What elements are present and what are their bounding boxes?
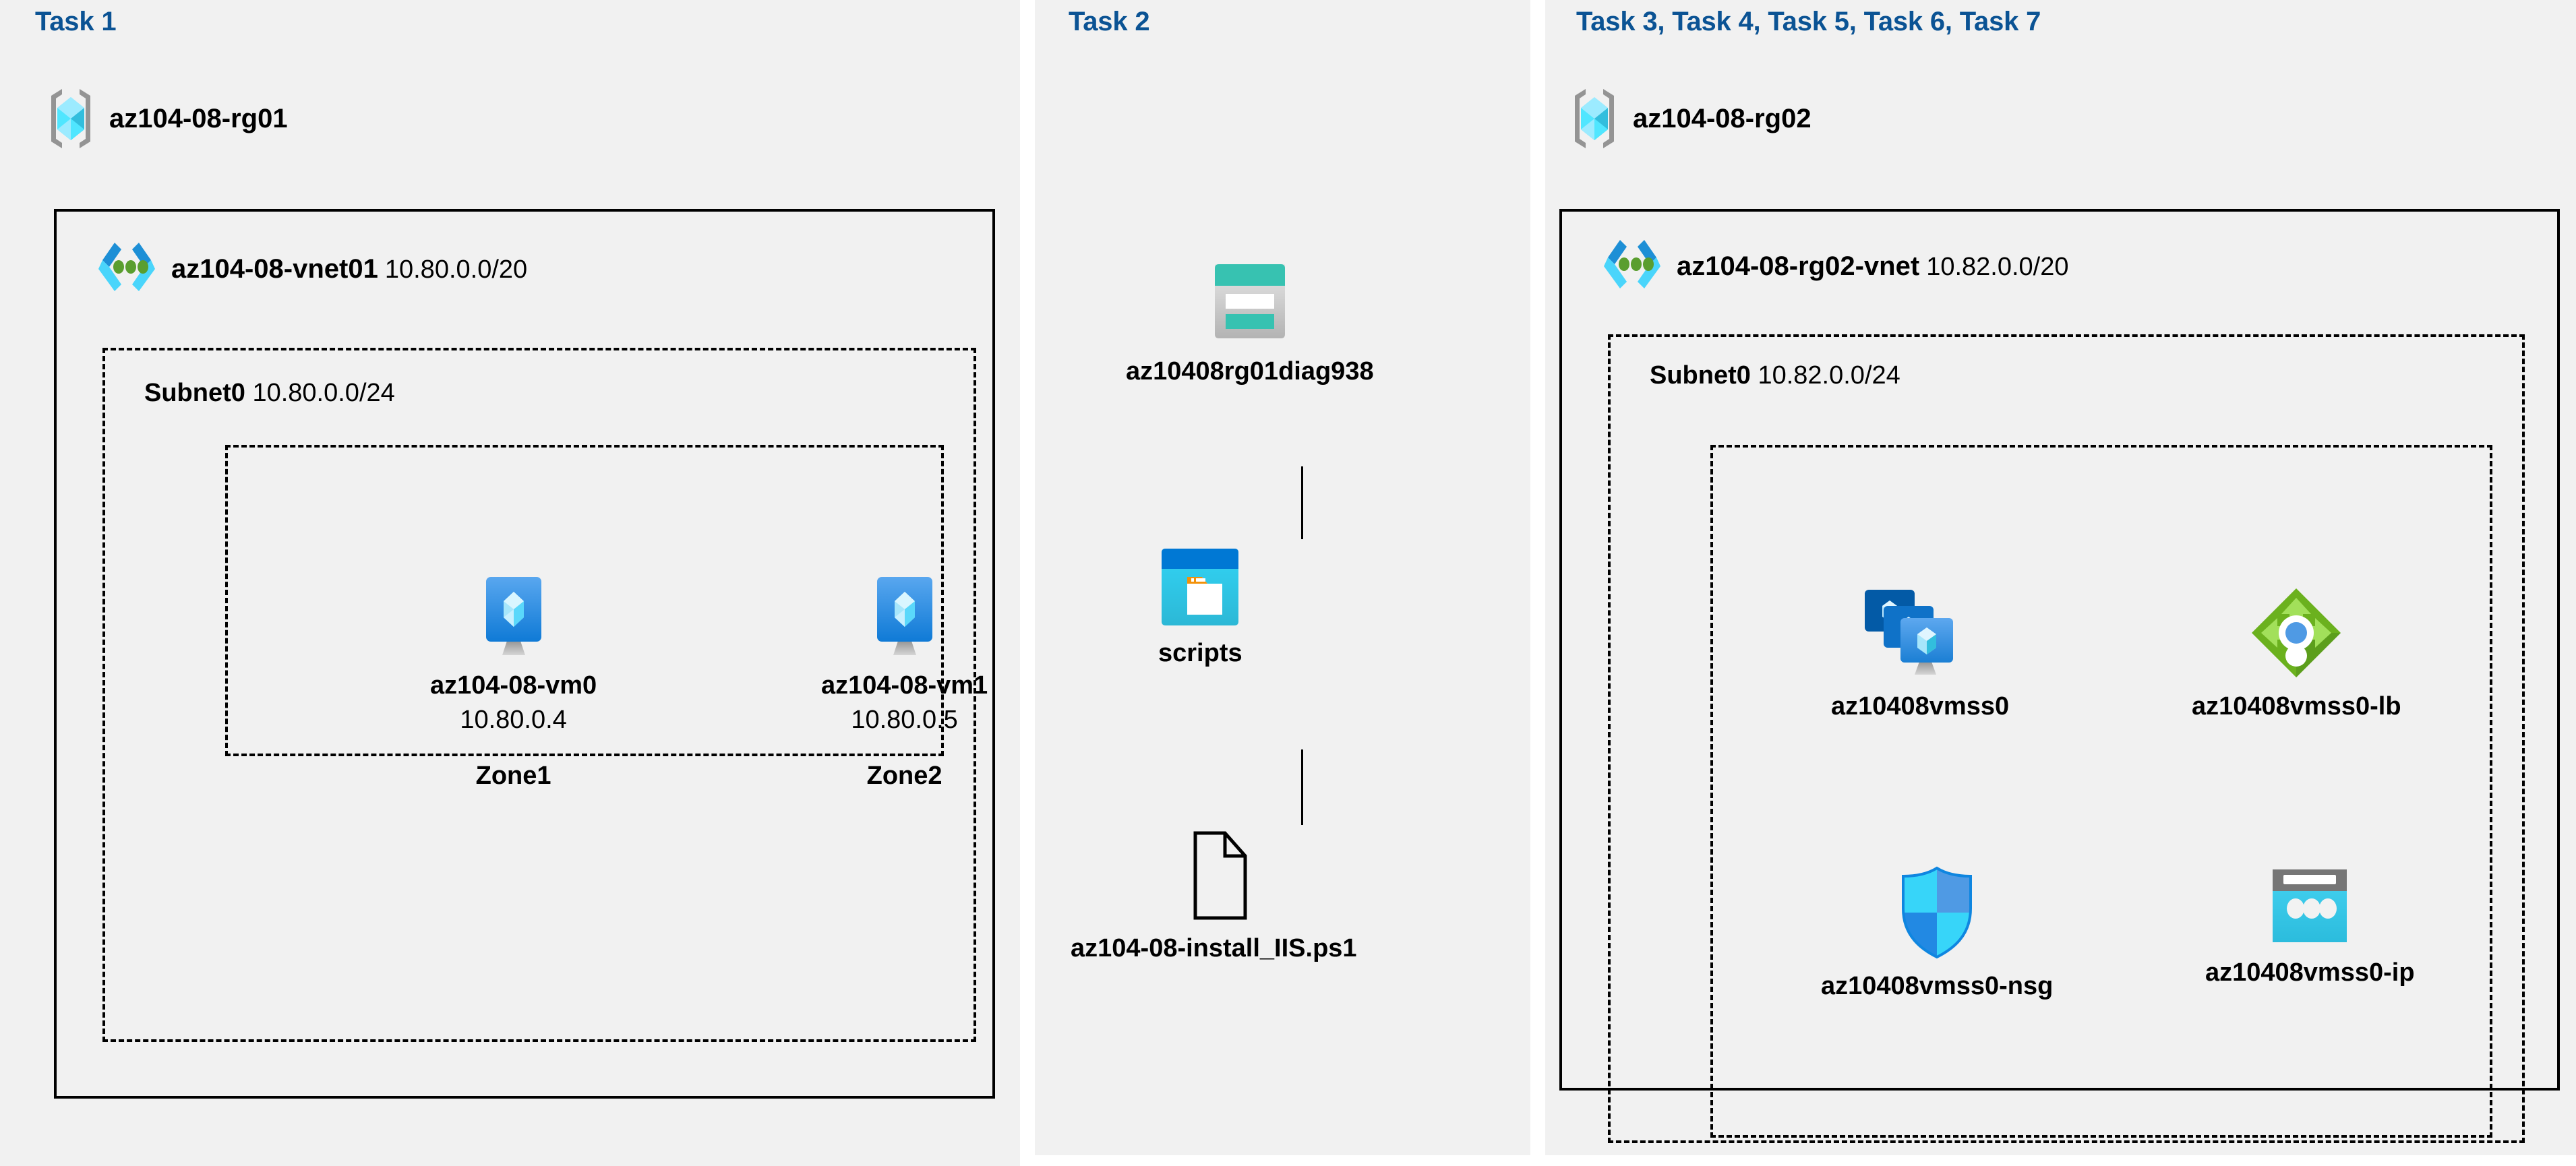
vnet-name: az104-08-rg02-vnet [1677, 251, 1920, 281]
network-security-group-icon [1896, 865, 1977, 960]
virtual-network-icon [97, 240, 156, 298]
task2-panel: Task 2 [1035, 0, 1530, 1155]
connector-storage-to-scripts [1301, 466, 1303, 539]
blob-container-icon [1160, 547, 1240, 627]
load-balancer-node: az10408vmss0-lb [2192, 586, 2401, 721]
subnet0-cidr: 10.82.0.0/24 [1758, 361, 1900, 390]
vm-ip: 10.80.0.4 [460, 706, 567, 734]
virtual-network-icon [1602, 237, 1662, 295]
nsg-name: az10408vmss0-nsg [1821, 972, 2054, 1000]
virtual-machine-icon [478, 576, 549, 659]
storage-account-node: az10408rg01diag938 [1126, 262, 1374, 386]
public-ip-name: az10408vmss0-ip [2205, 958, 2415, 987]
vnet-header: az104-08-vnet01 10.80.0.0/20 [97, 240, 527, 298]
subnet0-cidr: 10.80.0.0/24 [252, 379, 395, 407]
storage-account-icon [1211, 262, 1289, 345]
resource-group-rg02: az104-08-rg02 [1571, 86, 1811, 151]
subnet0-box-task1: Subnet0 10.80.0.0/24 [102, 348, 988, 1042]
task3to7-panel: Task 3, Task 4, Task 5, Task 6, Task 7 [1545, 0, 2576, 1155]
resources-box: az10408vmss0 az10408 [1710, 445, 2492, 1138]
script-file-node: az104-08-install_IIS.ps1 [1071, 830, 1357, 963]
storage-account-name: az10408rg01diag938 [1126, 357, 1374, 386]
resource-group-rg01: az104-08-rg01 [47, 86, 288, 151]
load-balancer-name: az10408vmss0-lb [2192, 692, 2401, 720]
subnet0-name: Subnet0 [144, 379, 245, 407]
script-file-name: az104-08-install_IIS.ps1 [1071, 934, 1357, 962]
vm-name: az104-08-vm1 [821, 671, 988, 700]
virtual-machine-icon [869, 576, 940, 659]
availability-zones-box: az104-08-vm0 10.80.0.4 Zone1 [225, 445, 988, 790]
vm-name: az104-08-vm0 [430, 671, 597, 700]
vmss-node: az10408vmss0 [1831, 586, 2009, 721]
vnet-header: az104-08-rg02-vnet 10.82.0.0/20 [1602, 237, 2069, 295]
vnet-cidr: 10.80.0.0/20 [384, 255, 528, 284]
public-ip-node: az10408vmss0-ip [2205, 865, 2415, 987]
subnet0-box-task37: Subnet0 10.82.0.0/24 [1608, 334, 2525, 1143]
task1-panel: Task 1 az104-08-rg01 [0, 0, 1020, 1166]
blob-container-name: scripts [1158, 639, 1242, 667]
vm-ip: 10.80.0.5 [851, 706, 958, 734]
subnet0-label: Subnet0 10.82.0.0/24 [1650, 361, 1900, 390]
vm-scale-set-icon [1853, 586, 1987, 680]
vmss-name: az10408vmss0 [1831, 692, 2010, 720]
task3to7-title: Task 3, Task 4, Task 5, Task 6, Task 7 [1576, 7, 2041, 36]
vm-node-az104-08-vm1: az104-08-vm1 10.80.0.5 Zone2 [821, 576, 988, 791]
task2-title: Task 2 [1069, 7, 1150, 36]
subnet0-label: Subnet0 10.80.0.0/24 [144, 379, 395, 408]
vnet-az104-08-rg02-vnet: az104-08-rg02-vnet 10.82.0.0/20 Subnet0 … [1559, 209, 2560, 1143]
connector-scripts-to-file [1301, 749, 1303, 825]
resource-group-label: az104-08-rg02 [1633, 103, 1811, 133]
public-ip-address-icon [2267, 865, 2352, 946]
task1-title: Task 1 [35, 7, 117, 36]
resource-group-icon [1571, 86, 1618, 151]
vnet-cidr: 10.82.0.0/20 [1926, 252, 2069, 281]
resource-group-icon [47, 86, 94, 151]
resource-group-label: az104-08-rg01 [109, 103, 288, 133]
nsg-node: az10408vmss0-nsg [1821, 865, 2053, 1001]
vnet-az104-08-vnet01: az104-08-vnet01 10.80.0.0/20 Subnet0 10.… [54, 209, 995, 1099]
vnet-name: az104-08-vnet01 [171, 253, 378, 284]
vm-zone: Zone2 [866, 762, 942, 790]
blob-container-node: scripts [1158, 547, 1242, 668]
vm-zone: Zone1 [475, 762, 551, 790]
vm-node-az104-08-vm0: az104-08-vm0 10.80.0.4 Zone1 [430, 576, 597, 791]
load-balancer-icon [2249, 586, 2343, 680]
subnet0-name: Subnet0 [1650, 361, 1751, 390]
file-icon [1170, 830, 1257, 922]
